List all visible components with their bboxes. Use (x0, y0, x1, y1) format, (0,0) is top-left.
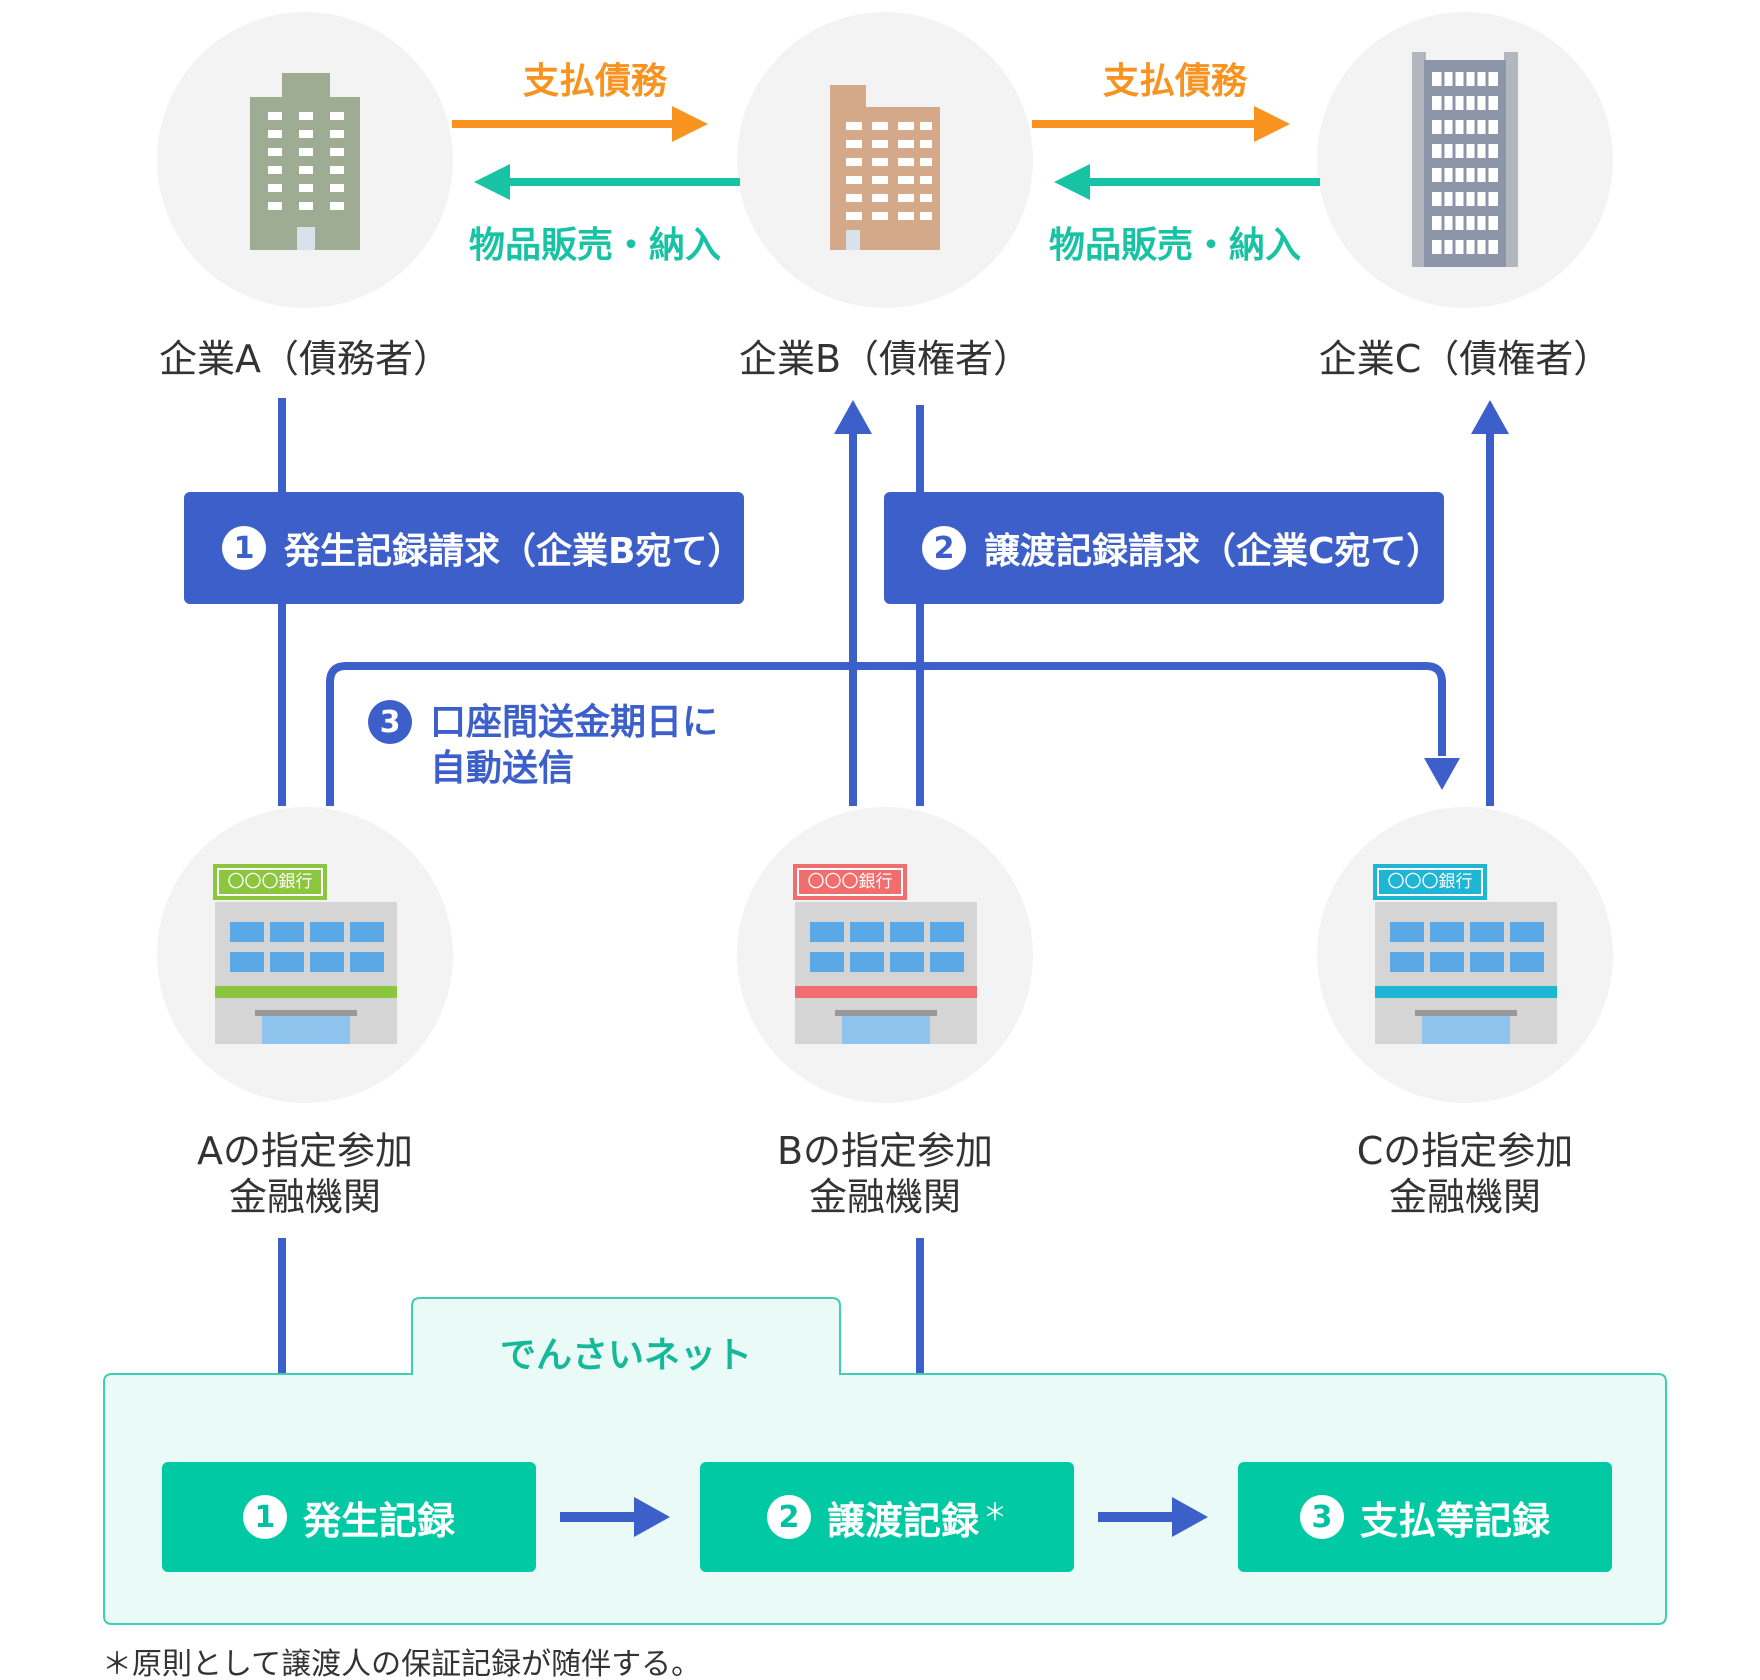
step3-label: 口座間送金期日に 自動送信 (430, 700, 718, 792)
goods-arrow-ba (474, 164, 740, 200)
step2-label: 譲渡記録請求（企業C宛て） (984, 531, 1443, 572)
record-arrow-2-3 (1098, 1497, 1208, 1537)
record-2-box: 2 譲渡記録 ＊ (700, 1462, 1074, 1572)
record-3-label: 支払等記録 (1359, 1498, 1550, 1543)
bank-c-sign: 〇〇〇銀行 (1379, 870, 1481, 894)
auto-transfer-path (326, 662, 1460, 806)
goods-arrow-cb (1054, 164, 1320, 200)
densai-title: でんさいネット (499, 1335, 752, 1376)
goods-label-bc: 物品販売・納入 (1048, 225, 1301, 266)
company-b-label: 企業B（債権者） (738, 337, 1032, 381)
bank-b-label-line2: 金融機関 (808, 1175, 961, 1219)
record-2-number: 2 (766, 1495, 811, 1539)
goods-label-ab: 物品販売・納入 (468, 225, 721, 266)
company-b-building-icon (830, 85, 940, 250)
record-3-box: 3 支払等記録 (1238, 1462, 1612, 1572)
company-a-label: 企業A（債務者） (159, 337, 451, 381)
record-1-number: 1 (242, 1495, 287, 1539)
bank-b-sign: 〇〇〇銀行 (799, 870, 901, 894)
step2-box: 2 譲渡記録請求（企業C宛て） (884, 492, 1444, 604)
step1-box: 1 発生記録請求（企業B宛て） (184, 492, 744, 604)
record-1-box: 1 発生記録 (162, 1462, 536, 1572)
bank-c-label-line1: Cの指定参加 (1356, 1129, 1574, 1173)
bank-b-label: Bの指定参加 金融機関 (735, 1128, 1035, 1220)
record-arrow-1-2 (560, 1497, 670, 1537)
payment-arrow-ab (452, 106, 708, 142)
step3-line1: 口座間送金期日に (430, 702, 719, 743)
record-3-number: 3 (1299, 1495, 1344, 1539)
company-a-building-icon (250, 73, 360, 250)
step3-line2: 自動送信 (430, 748, 575, 789)
bank-a-label: Aの指定参加 金融機関 (155, 1128, 455, 1220)
step3-number: 3 (368, 700, 412, 744)
bank-a-sign: 〇〇〇銀行 (219, 870, 321, 894)
footnote: ＊原則として譲渡人の保証記録が随伴する。 (102, 1647, 702, 1680)
arrow-bank-c-to-c (1471, 400, 1509, 806)
company-c-building-icon (1412, 52, 1518, 267)
record-1-label: 発生記録 (302, 1498, 455, 1543)
record-2-asterisk: ＊ (983, 1498, 1007, 1526)
bank-a-label-line2: 金融機関 (228, 1175, 381, 1219)
bank-b-building-icon (793, 864, 977, 1044)
densai-container (103, 1297, 1667, 1625)
step2-number: 2 (922, 526, 966, 570)
arrow-bank-b-to-b (834, 400, 872, 806)
payment-arrow-bc (1032, 106, 1290, 142)
record-2-label: 譲渡記録 (826, 1498, 979, 1543)
bank-c-label-line2: 金融機関 (1388, 1175, 1541, 1219)
step1-number: 1 (222, 526, 266, 570)
bank-c-label: Cの指定参加 金融機関 (1315, 1128, 1615, 1220)
company-c-label: 企業C（債権者） (1318, 337, 1612, 381)
step1-label: 発生記録請求（企業B宛て） (284, 531, 744, 572)
bank-b-label-line1: Bの指定参加 (776, 1129, 994, 1173)
bank-a-label-line1: Aの指定参加 (197, 1129, 413, 1173)
payment-label-bc: 支払債務 (1102, 61, 1247, 102)
payment-label-ab: 支払債務 (522, 61, 667, 102)
